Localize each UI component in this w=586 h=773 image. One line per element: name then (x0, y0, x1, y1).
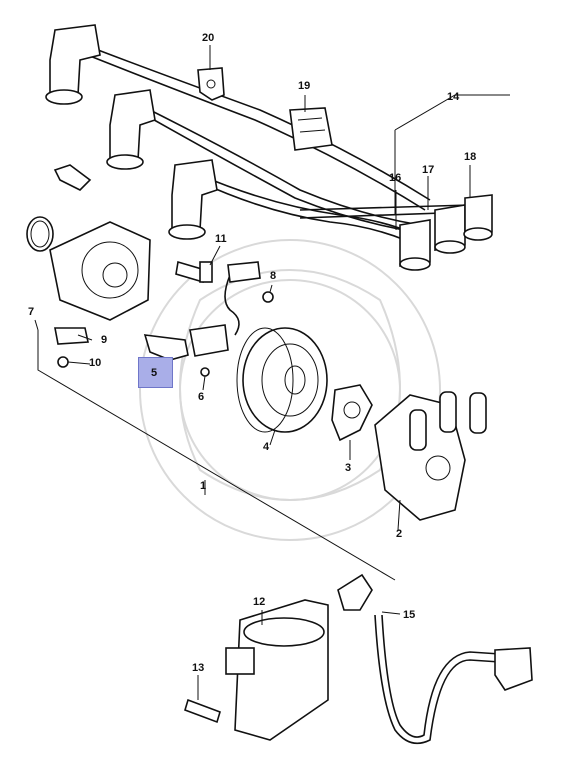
callout-5-highlight[interactable]: 5 (138, 357, 173, 388)
callout-19: 19 (298, 80, 311, 92)
callout-14: 14 (447, 91, 460, 103)
front-arrow-icon (53, 164, 92, 191)
ignition-cables (79, 44, 471, 241)
distributor-housing (49, 221, 151, 321)
callout-2: 2 (396, 528, 403, 540)
callout-1: 1 (200, 480, 207, 492)
callout-8: 8 (270, 270, 277, 282)
leader-lines (34, 45, 471, 700)
cable-holder-19 (289, 107, 333, 151)
plate-9 (54, 327, 89, 345)
screw-8 (262, 291, 274, 303)
plug-cap-3 (168, 159, 218, 240)
distributor-cap-2 (374, 391, 487, 521)
bolt-13 (184, 698, 221, 724)
screw-10 (57, 356, 69, 368)
signal-rotor-4 (236, 327, 328, 433)
ignition-coil-12 (225, 599, 329, 741)
callout-16: 16 (389, 172, 402, 184)
callout-18: 18 (464, 151, 477, 163)
screw-11 (175, 260, 213, 284)
plug-cap-17 (434, 204, 466, 254)
callout-13: 13 (192, 662, 205, 674)
plug-cap-16 (399, 219, 431, 271)
callout-4: 4 (263, 441, 270, 453)
callout-3: 3 (345, 462, 352, 474)
plug-cap-18 (463, 194, 493, 241)
callout-7: 7 (28, 306, 35, 318)
o-ring-7 (26, 216, 54, 252)
rotor-3 (331, 384, 373, 442)
plug-cap-2 (106, 89, 156, 170)
callout-15: 15 (403, 609, 416, 621)
plug-cap-1 (45, 24, 101, 105)
callout-9: 9 (101, 334, 108, 346)
screw-6 (200, 367, 210, 377)
callout-10: 10 (89, 357, 102, 369)
callout-5: 5 (151, 367, 158, 379)
callout-12: 12 (253, 596, 266, 608)
pickup-coil-wire (189, 261, 261, 357)
callout-20: 20 (202, 32, 215, 44)
assembly-frame (37, 94, 510, 581)
callout-6: 6 (198, 391, 205, 403)
callout-11: 11 (215, 233, 227, 245)
watermark-emblem (139, 239, 441, 541)
callout-17: 17 (422, 164, 435, 176)
cable-clamp-20 (197, 67, 225, 101)
coil-cable-15 (337, 573, 533, 745)
bracket-5 (143, 334, 189, 361)
